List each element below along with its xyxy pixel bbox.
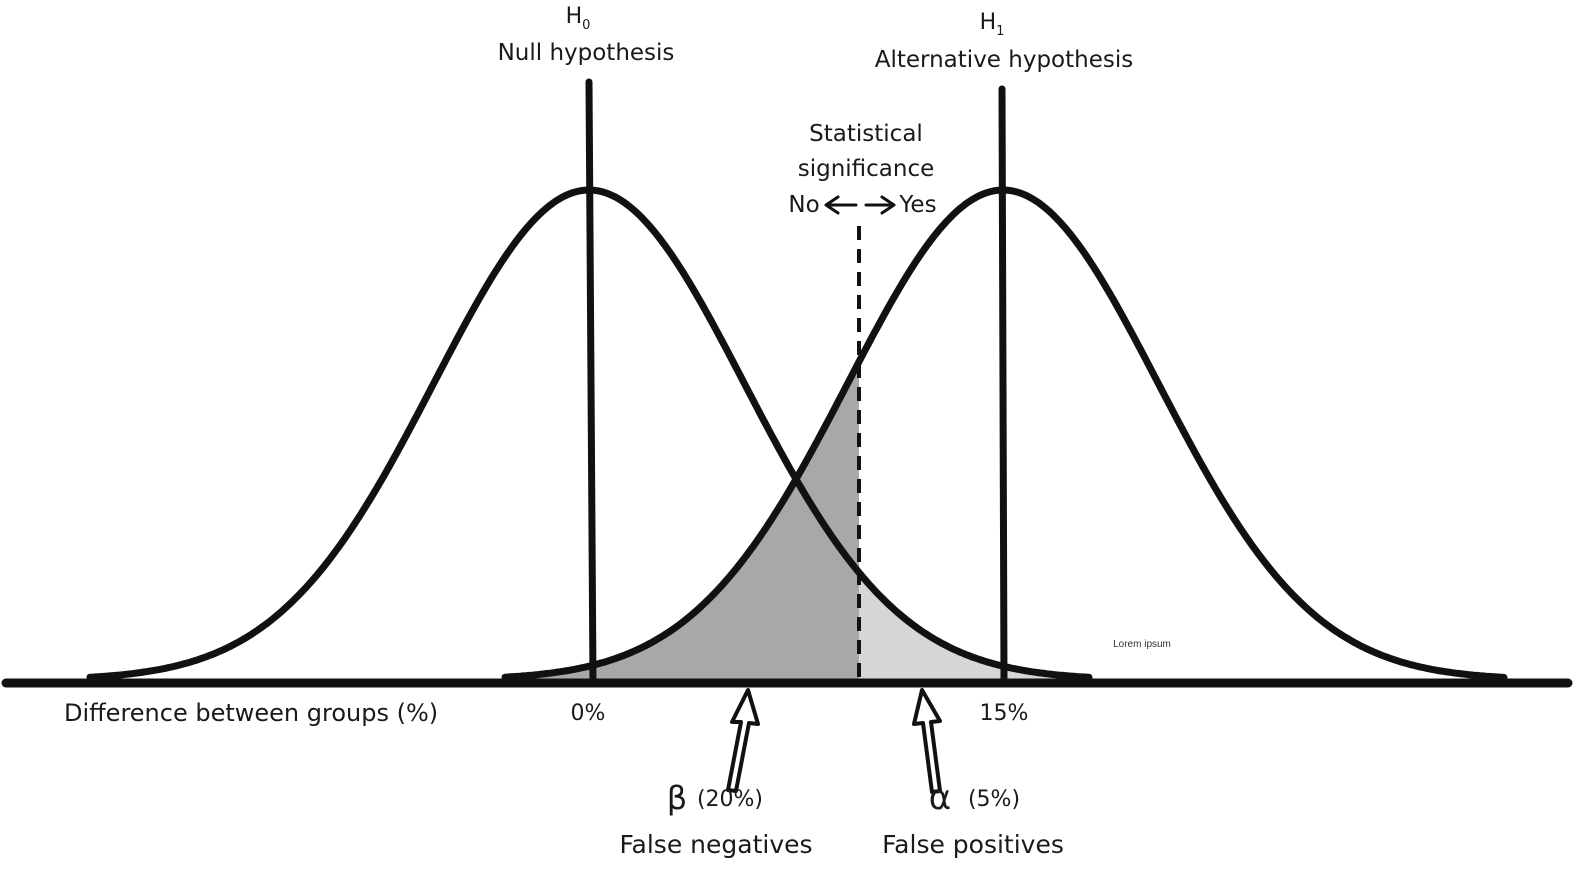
- h1-symbol: H1: [980, 10, 1005, 39]
- significance-no: No: [788, 192, 819, 218]
- alpha-region: [859, 572, 1080, 680]
- tick-null: 0%: [571, 701, 606, 726]
- no-arrow-icon: [824, 195, 858, 215]
- alt-mean-line: [998, 85, 1008, 688]
- alpha-value: (5%): [968, 787, 1020, 812]
- h1-label: Alternative hypothesis: [875, 47, 1133, 73]
- significance-yes: Yes: [898, 192, 936, 218]
- yes-arrow-icon: [864, 195, 896, 215]
- beta-symbol: β: [667, 779, 687, 817]
- beta-value: (20%): [697, 787, 763, 812]
- h0-label: Null hypothesis: [498, 40, 675, 66]
- x-axis-label: Difference between groups (%): [64, 699, 438, 727]
- tick-alt: 15%: [980, 701, 1029, 726]
- h0-symbol: H0: [566, 4, 591, 33]
- beta-description: False negatives: [619, 830, 812, 859]
- alpha-symbol: α: [929, 778, 951, 818]
- watermark-text: Lorem ipsum: [1113, 639, 1171, 650]
- null-mean-line: [585, 78, 597, 688]
- significance-line1: Statistical: [809, 121, 923, 147]
- beta-region: [520, 361, 859, 680]
- alpha-description: False positives: [882, 830, 1064, 859]
- alpha-pointer-arrow-icon: [912, 688, 942, 794]
- significance-line2: significance: [798, 156, 935, 182]
- beta-pointer-arrow-icon: [726, 688, 760, 793]
